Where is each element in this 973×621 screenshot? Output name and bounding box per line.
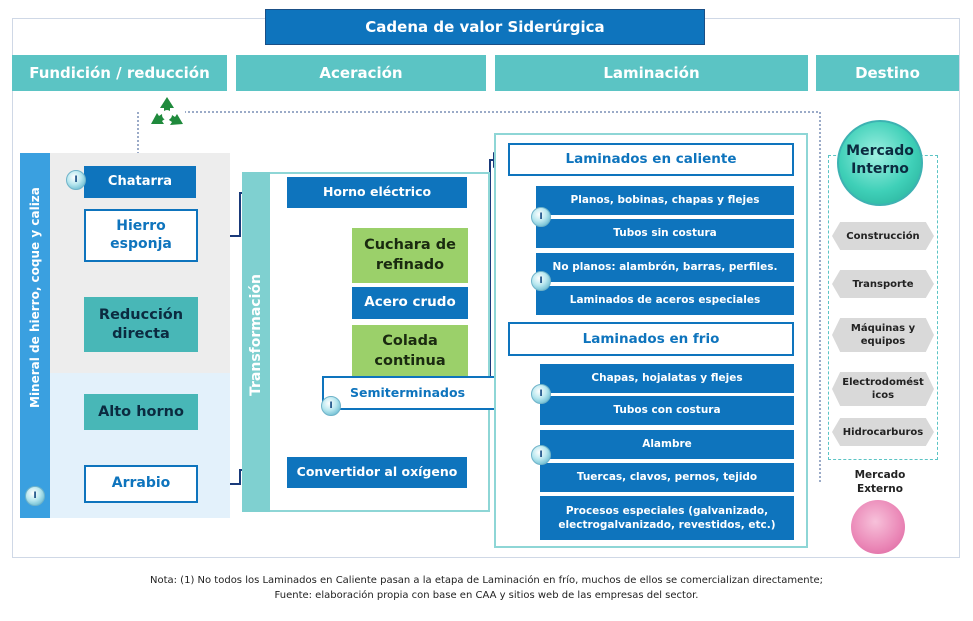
stage-header-laminacion: Laminación [495,55,808,91]
reduccion-directa-box: Reducción directa [84,297,198,352]
semiterminados-label: Semiterminados [350,385,466,400]
info-badge: I [531,384,551,404]
frio-item: Procesos especiales (galvanizado, electr… [540,496,794,540]
info-badge: I [531,445,551,465]
semiterminados-box [322,376,496,410]
mercado-interno-label: Mercado Interno [846,143,914,178]
sector-maquinas: Máquinas y equipos [832,318,934,352]
caliente-item: No planos: alambrón, barras, perfiles. [536,253,794,282]
chatarra-box: Chatarra [84,166,196,198]
frio-item: Tuercas, clavos, pernos, tejido [540,463,794,492]
alto-horno-box: Alto horno [84,394,198,430]
info-badge: I [531,207,551,227]
stage-header-fundicion: Fundición / reducción [12,55,227,91]
recycle-icon [148,94,186,132]
mercado-externo-label: Mercado Externo [854,469,906,496]
colada-continua-box: Colada continua [352,325,468,378]
acero-crudo-box: Acero crudo [352,287,468,319]
mercado-interno-circle [837,120,923,206]
diagram-title: Cadena de valor Siderúrgica [265,9,705,45]
caliente-item: Tubos sin costura [536,219,794,248]
info-badge: I [25,486,45,506]
horno-electrico-box: Horno eléctrico [287,177,467,208]
info-badge: I [66,170,86,190]
laminados-caliente-header: Laminados en caliente [508,143,794,176]
mineral-side-bar [20,153,50,518]
frio-item: Alambre [540,430,794,459]
cuchara-refinado-box: Cuchara de refinado [352,228,468,283]
note-line-1: Nota: (1) No todos los Laminados en Cali… [149,575,824,586]
sector-hidrocarburos: Hidrocarburos [832,418,934,446]
stage-header-aceracion: Aceración [236,55,486,91]
mineral-side-label: Mineral de hierro, coque y caliza [28,187,42,409]
info-badge: I [321,396,341,416]
hierro-esponja-box: Hierro esponja [84,209,198,262]
transformacion-bar [242,172,270,512]
sector-electrodomesticos: Electrodomést icos [832,372,934,406]
note-line-2: Fuente: elaboración propia con base en C… [274,590,699,601]
recycle-loop-line [185,111,821,482]
arrabio-box: Arrabio [84,465,198,503]
stage-header-destino: Destino [816,55,959,91]
caliente-item: Planos, bobinas, chapas y flejes [536,186,794,215]
frio-item: Tubos con costura [540,396,794,425]
frio-item: Chapas, hojalatas y flejes [540,364,794,393]
info-badge: I [531,271,551,291]
mercado-externo-circle [851,500,905,554]
transformacion-label: Transformación [248,274,264,396]
caliente-item: Laminados de aceros especiales [536,286,794,315]
convertidor-oxigeno-box: Convertidor al oxígeno [287,457,467,488]
laminados-frio-header: Laminados en frio [508,322,794,356]
sector-construccion: Construcción [832,222,934,250]
sector-transporte: Transporte [832,270,934,298]
